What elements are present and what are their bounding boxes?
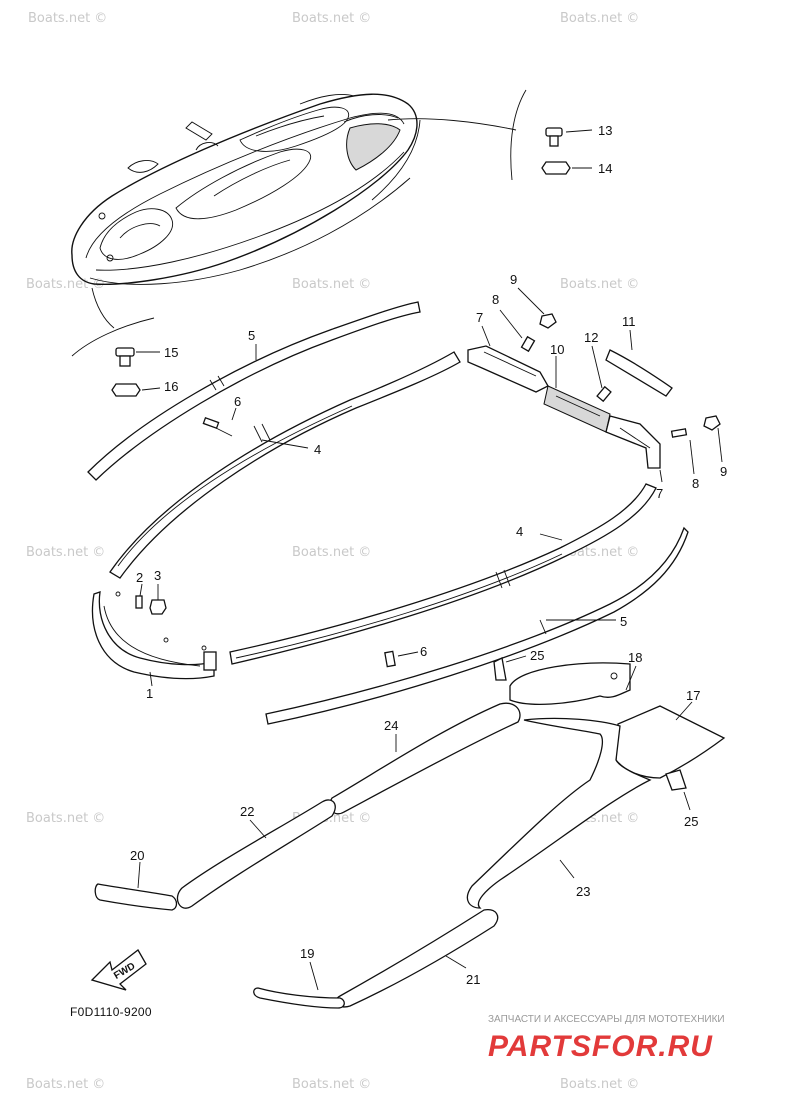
nut-16-inset <box>111 383 161 397</box>
callout-19: 19 <box>300 946 314 961</box>
part-20-mat <box>94 883 178 911</box>
callout-numbers: 1 2 3 4 4 5 5 6 6 7 7 8 8 9 9 10 11 12 1… <box>130 123 727 987</box>
leader-brackets <box>71 89 527 357</box>
callout-4-upper: 4 <box>314 442 321 457</box>
diagram-code: F0D1110-9200 <box>70 1005 152 1019</box>
part-18-mat <box>509 662 631 706</box>
watermark: Boats.net © <box>292 277 371 292</box>
callout-18: 18 <box>628 650 642 665</box>
part-7-corner-right <box>605 415 661 469</box>
callout-leaders <box>137 287 723 991</box>
part-4-upper-rail <box>109 351 461 579</box>
part-24-mat <box>329 702 521 815</box>
part-21-mat <box>335 909 499 1008</box>
part-11-trim <box>605 349 673 397</box>
watermark: Boats.net © <box>560 277 639 292</box>
nut-14-inset <box>541 161 592 175</box>
callout-24: 24 <box>384 718 398 733</box>
callout-21: 21 <box>466 972 480 987</box>
watermark: Boats.net © <box>26 1077 105 1092</box>
callout-2: 2 <box>136 570 143 585</box>
callout-25-top: 25 <box>530 648 544 663</box>
callout-7-left: 7 <box>476 310 483 325</box>
callout-9-right: 9 <box>720 464 727 479</box>
part-4-lower-rail <box>229 483 657 665</box>
callout-10: 10 <box>550 342 564 357</box>
part-1-bow-bumper <box>91 591 217 680</box>
part-5-lower-strip <box>265 526 689 725</box>
callout-17: 17 <box>686 688 700 703</box>
watermark: Boats.net © <box>28 11 107 26</box>
part-22-mat <box>176 799 336 909</box>
callout-23: 23 <box>576 884 590 899</box>
callout-20: 20 <box>130 848 144 863</box>
bolt-13-inset <box>545 127 593 147</box>
watermark: Boats.net © <box>560 1077 639 1092</box>
part-23-mat <box>466 717 652 909</box>
callout-15: 15 <box>164 345 178 360</box>
watermark: Boats.net © <box>26 545 105 560</box>
part-17-mat <box>615 705 726 779</box>
part-25-small-right <box>665 769 687 791</box>
part-7-corner-left <box>467 345 549 393</box>
callout-5-lower: 5 <box>620 614 627 629</box>
part-5-upper-strip <box>87 301 421 481</box>
callout-22: 22 <box>240 804 254 819</box>
callout-5-upper: 5 <box>248 328 255 343</box>
watermark: Boats.net © <box>292 1077 371 1092</box>
callout-8-right: 8 <box>692 476 699 491</box>
callout-16: 16 <box>164 379 178 394</box>
shop-logo: PARTSFOR.RU <box>488 1030 713 1063</box>
callout-11: 11 <box>622 314 636 329</box>
fwd-arrow-icon: FWD <box>90 949 147 991</box>
watermark: Boats.net © <box>292 11 371 26</box>
watermark: Boats.net © <box>26 277 105 292</box>
callout-9-left: 9 <box>510 272 517 287</box>
part-25-small-top <box>493 657 507 681</box>
callout-13: 13 <box>598 123 612 138</box>
callout-14: 14 <box>598 161 612 176</box>
shop-tagline: ЗАПЧАСТИ И АКСЕССУАРЫ ДЛЯ МОТОТЕХНИКИ <box>488 1014 725 1025</box>
watermark: Boats.net © <box>26 811 105 826</box>
watermark: Boats.net © <box>560 11 639 26</box>
callout-8-left: 8 <box>492 292 499 307</box>
callout-1: 1 <box>146 686 153 701</box>
callout-4-lower: 4 <box>516 524 523 539</box>
part-19-mat <box>253 987 345 1009</box>
watermark: Boats.net © <box>292 545 371 560</box>
bolt-15-inset <box>115 347 160 367</box>
callout-6-upper: 6 <box>234 394 241 409</box>
callout-3: 3 <box>154 568 161 583</box>
callout-7-right: 7 <box>656 486 663 501</box>
callout-25-right: 25 <box>684 814 698 829</box>
callout-6-lower: 6 <box>420 644 427 659</box>
watercraft-illustration <box>71 93 421 285</box>
fasteners <box>135 313 721 668</box>
shop-branding: ЗАПЧАСТИ И АКСЕССУАРЫ ДЛЯ МОТОТЕХНИКИ PA… <box>488 1014 725 1063</box>
callout-12: 12 <box>584 330 598 345</box>
